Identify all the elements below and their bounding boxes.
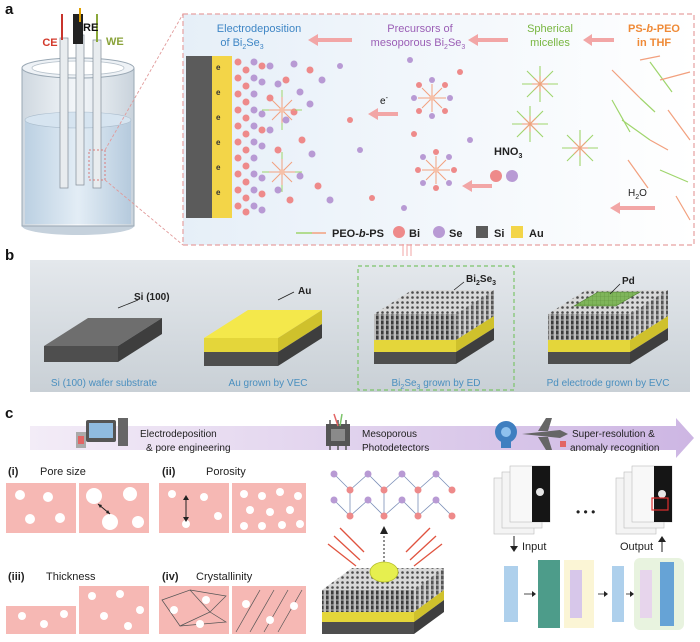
sub-iv-title: Crystallinity <box>196 571 253 583</box>
au-label: Au <box>298 286 311 297</box>
panel-b: b Si (100) Au <box>5 247 690 392</box>
svg-text:e: e <box>216 188 221 197</box>
bi2se3-label: Bi2Se3 <box>466 274 496 287</box>
pd-label: Pd <box>622 276 635 287</box>
sub-ii-label: (ii) <box>162 466 176 478</box>
hno3-label: HNO3 <box>494 146 522 160</box>
caption-si-wafer: Si (100) wafer substrate <box>51 378 158 389</box>
flow-step2-l1: Mesoporous <box>362 429 417 440</box>
svg-text:PS-b-PEO: PS-b-PEO <box>628 23 680 35</box>
flow-step3-l1: Super-resolution & <box>572 429 655 440</box>
sub-iii-label: (iii) <box>8 571 25 583</box>
subpanel-porosity <box>159 483 306 533</box>
panel-a-letter: a <box>5 1 14 18</box>
legend-se: Se <box>449 228 462 240</box>
svg-text:e: e <box>216 63 221 72</box>
electron-labels: e e e e e e <box>216 63 221 197</box>
caption-au: Au grown by VEC <box>229 378 308 389</box>
legend-pointer <box>402 244 412 256</box>
ce-label: CE <box>42 37 57 49</box>
input-label: Input <box>522 541 546 553</box>
sub-i-label: (i) <box>8 466 19 478</box>
pd-block: Pd <box>548 276 668 364</box>
flow-step3-l2: anomaly recognition <box>570 443 660 454</box>
au-block: Au <box>204 286 322 366</box>
panel-b-letter: b <box>5 247 14 264</box>
step-electrodeposition-l1: Electrodeposition <box>217 23 301 35</box>
computer-icon <box>76 418 128 448</box>
neural-network <box>504 558 684 630</box>
si-layer <box>186 56 212 218</box>
panel-c-letter: c <box>5 405 13 422</box>
micelle-precursors <box>262 57 473 211</box>
spherical-micelles <box>512 66 598 166</box>
step-precursors-l1: Precursors of <box>387 23 453 35</box>
bi-ion <box>490 170 502 182</box>
step-precursors-l2: mesoporous Bi <box>371 37 444 49</box>
photodetector-schematic <box>322 470 456 634</box>
output-label: Output <box>620 541 653 553</box>
legend-bi: Bi <box>409 228 420 240</box>
flow-step1-l2: & pore engineering <box>146 443 231 454</box>
ai-head-icon <box>495 421 517 448</box>
legend-si: Si <box>494 228 504 240</box>
subpanel-pore-size <box>6 483 149 533</box>
svg-text:mesoporous Bi2Se3: mesoporous Bi2Se3 <box>371 37 466 51</box>
workflow-arrow <box>30 418 694 458</box>
legend-peo-ps: PEO-b-PS <box>332 228 384 240</box>
free-copolymer-chains <box>611 55 691 221</box>
sub-iii-title: Thickness <box>46 571 96 583</box>
svg-text:of Bi2Se3: of Bi2Se3 <box>220 37 263 51</box>
step-electrodeposition-l2: of Bi <box>220 37 242 49</box>
flow-step1-l1: Electrodeposition <box>140 429 217 440</box>
subpanel-crystallinity <box>159 586 306 634</box>
chip-icon <box>326 413 350 450</box>
electron-transfer-label: e- <box>380 95 389 107</box>
step-ps-peo: PS- <box>628 23 647 35</box>
legend-a: PEO-b-PS Bi Se Si Au <box>296 226 544 240</box>
svg-text:e: e <box>216 163 221 172</box>
step-spherical-l2: micelles <box>530 37 570 49</box>
si-substrate-block: Si (100) <box>44 292 170 362</box>
svg-text:e: e <box>216 88 221 97</box>
deposited-particles <box>234 58 334 216</box>
legend-au: Au <box>529 228 544 240</box>
airplane-icon <box>522 418 568 450</box>
si100-label: Si (100) <box>134 292 170 303</box>
svg-text:e: e <box>216 113 221 122</box>
flow-arrows-a <box>308 34 655 214</box>
sub-i-title: Pore size <box>40 466 86 478</box>
output-images <box>615 465 673 535</box>
sub-iv-label: (iv) <box>162 571 179 583</box>
svg-text:e: e <box>216 138 221 147</box>
h2o-label: H2O <box>628 188 647 201</box>
electrochemical-cell: CE RE WE <box>21 8 135 235</box>
flow-step2-l2: Photodetectors <box>362 443 429 454</box>
bi2se3-block: Bi2Se3 <box>357 265 515 391</box>
panel-c: c Electrodeposition & pore engineering M… <box>5 405 694 634</box>
subpanel-thickness <box>6 586 149 634</box>
step-in-thf: in THF <box>637 37 671 49</box>
sub-ii-title: Porosity <box>206 466 246 478</box>
input-images <box>493 465 551 535</box>
caption-bi2se3: Bi2Se3 grown by ED <box>392 378 481 391</box>
we-label: WE <box>106 36 124 48</box>
caption-pd: Pd electrode grown by EVC <box>547 378 670 389</box>
re-label: RE <box>83 22 98 34</box>
ellipsis: • • • <box>576 505 595 519</box>
panel-a: a CE RE WE Electrodeposi <box>5 1 695 256</box>
au-layer <box>212 56 232 218</box>
step-spherical-l1: Spherical <box>527 23 573 35</box>
se-ion <box>506 170 518 182</box>
